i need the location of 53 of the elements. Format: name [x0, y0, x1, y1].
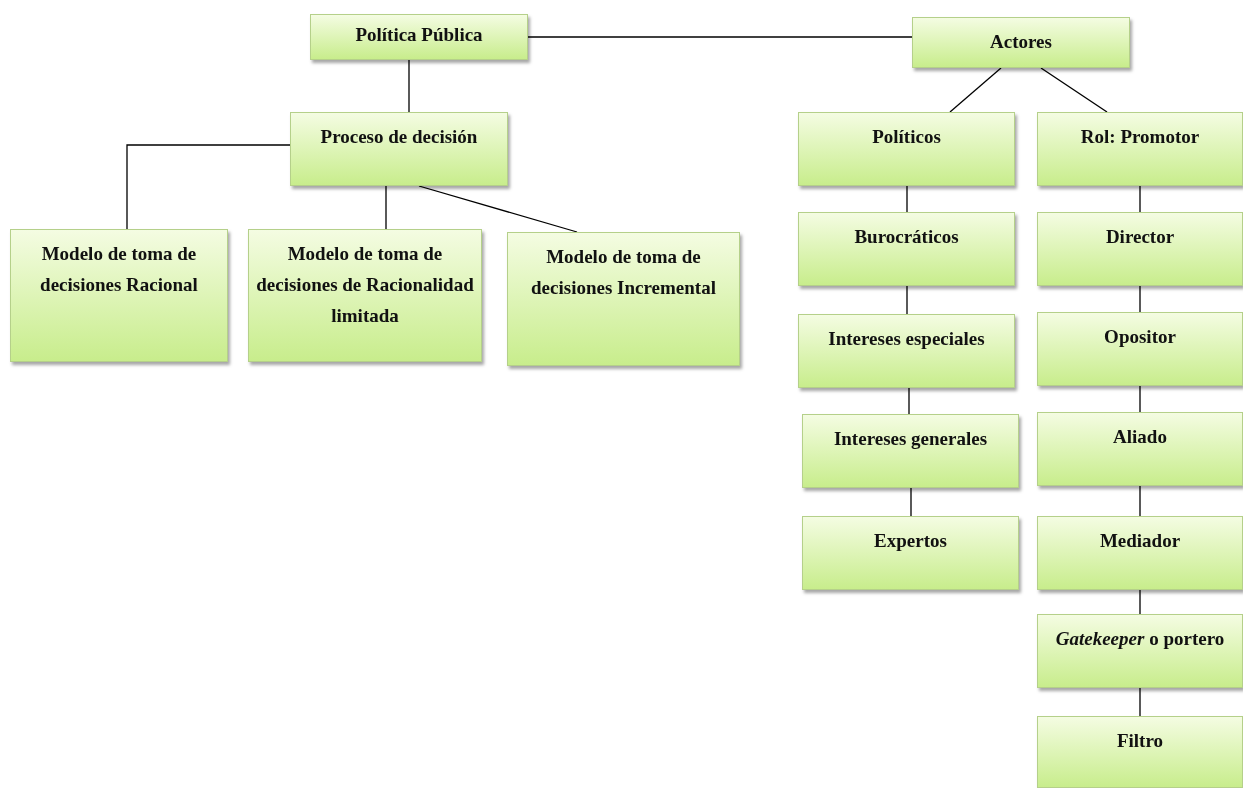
connector-line [910, 487, 912, 517]
node-box [310, 14, 528, 60]
node-box [802, 414, 1019, 488]
node-label: Proceso de decisión [320, 126, 478, 147]
node-label: Intereses generales [833, 428, 988, 449]
connector-line [949, 67, 1002, 113]
node-box [798, 314, 1015, 388]
connector-line [1139, 485, 1141, 517]
connector-line [1139, 385, 1141, 413]
node-box [10, 229, 228, 362]
node-box [798, 112, 1015, 186]
node-box [290, 112, 508, 186]
node-label: Burocráticos [854, 226, 959, 247]
node-label: Modelo de toma de decisiones de Racionalidad limitada [256, 243, 474, 326]
node-box [802, 516, 1019, 590]
node-label: Filtro [1116, 730, 1164, 751]
node-box [1037, 312, 1243, 386]
node-box [798, 212, 1015, 286]
node-box [1037, 614, 1243, 688]
connector-line [408, 59, 410, 113]
node-box [248, 229, 482, 362]
node-box [1037, 212, 1243, 286]
connector-line [908, 387, 910, 415]
node-label: Mediador [1099, 530, 1181, 551]
connector-line [906, 285, 908, 315]
node-label: Actores [990, 31, 1052, 52]
node-label: Políticos [872, 126, 941, 147]
node-box [1037, 716, 1243, 788]
connector-line [1139, 589, 1141, 615]
node-label: Director [1105, 226, 1175, 247]
node-label: Modelo de toma de decisiones Racional [40, 243, 198, 295]
node-box [1037, 412, 1243, 486]
node-label: Intereses especiales [828, 328, 985, 349]
connector-line [126, 144, 291, 230]
connector-line [1040, 67, 1108, 113]
node-label: Opositor [1104, 326, 1176, 347]
node-box [912, 17, 1130, 68]
node-label: Política Pública [355, 24, 483, 45]
node-box [1037, 516, 1243, 590]
connector-line [418, 185, 578, 233]
connector-line [527, 36, 913, 38]
node-box [1037, 112, 1243, 186]
connector-line [1139, 285, 1141, 313]
connector-line [1139, 185, 1141, 213]
node-label: Rol: Promotor [1080, 126, 1200, 147]
connector-line [906, 185, 908, 213]
node-label: Aliado [1113, 426, 1167, 447]
connector-line [385, 185, 387, 230]
node-box [507, 232, 740, 366]
node-label: Modelo de toma de decisiones Incremental [531, 246, 716, 298]
node-label: Expertos [874, 530, 947, 551]
connector-line [1139, 687, 1141, 717]
node-label: Gatekeeper o portero [1055, 628, 1225, 649]
